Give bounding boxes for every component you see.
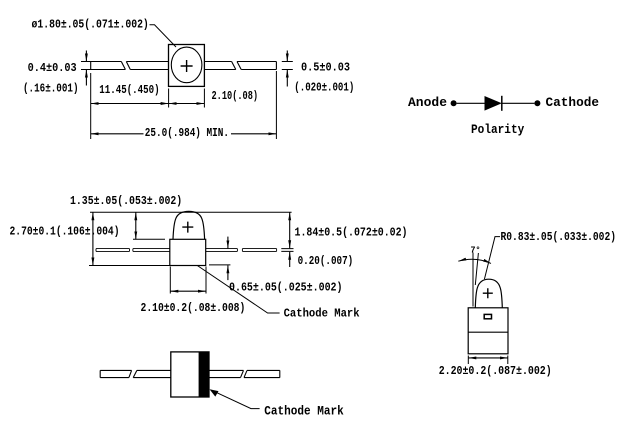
- svg-text:1.35±.05(.053±.002): 1.35±.05(.053±.002): [70, 195, 182, 208]
- svg-text:ø1.80±.05(.071±.002): ø1.80±.05(.071±.002): [32, 19, 149, 32]
- svg-text:Polarity: Polarity: [471, 122, 524, 137]
- svg-text:Cathode: Cathode: [546, 95, 600, 110]
- svg-text:R0.83±.05(.033±.002): R0.83±.05(.033±.002): [501, 231, 617, 244]
- svg-text:Cathode Mark: Cathode Mark: [284, 308, 360, 321]
- svg-text:2.70±0.1(.106±.004): 2.70±0.1(.106±.004): [10, 226, 120, 239]
- svg-text:0.5±0.03: 0.5±0.03: [301, 61, 350, 74]
- svg-text:2.10±0.2(.08±.008): 2.10±0.2(.08±.008): [141, 302, 246, 315]
- svg-text:11.45(.450): 11.45(.450): [99, 84, 159, 97]
- svg-text:0.65±.05(.025±.002): 0.65±.05(.025±.002): [229, 281, 343, 294]
- svg-text:2.10(.08): 2.10(.08): [212, 90, 259, 103]
- svg-text:(.16±.001): (.16±.001): [23, 83, 79, 96]
- svg-text:7°: 7°: [471, 244, 481, 255]
- svg-text:Cathode Mark: Cathode Mark: [264, 404, 344, 419]
- svg-text:25.0(.984) MIN.: 25.0(.984) MIN.: [145, 127, 229, 140]
- svg-text:0.4±0.03: 0.4±0.03: [28, 62, 77, 75]
- svg-text:(.020±.001): (.020±.001): [294, 81, 354, 94]
- svg-text:2.20±0.2(.087±.002): 2.20±0.2(.087±.002): [439, 365, 552, 378]
- svg-text:1.84±0.5(.072±0.02): 1.84±0.5(.072±0.02): [295, 227, 408, 240]
- svg-text:Anode: Anode: [408, 95, 447, 110]
- svg-text:0.20(.007): 0.20(.007): [298, 255, 354, 268]
